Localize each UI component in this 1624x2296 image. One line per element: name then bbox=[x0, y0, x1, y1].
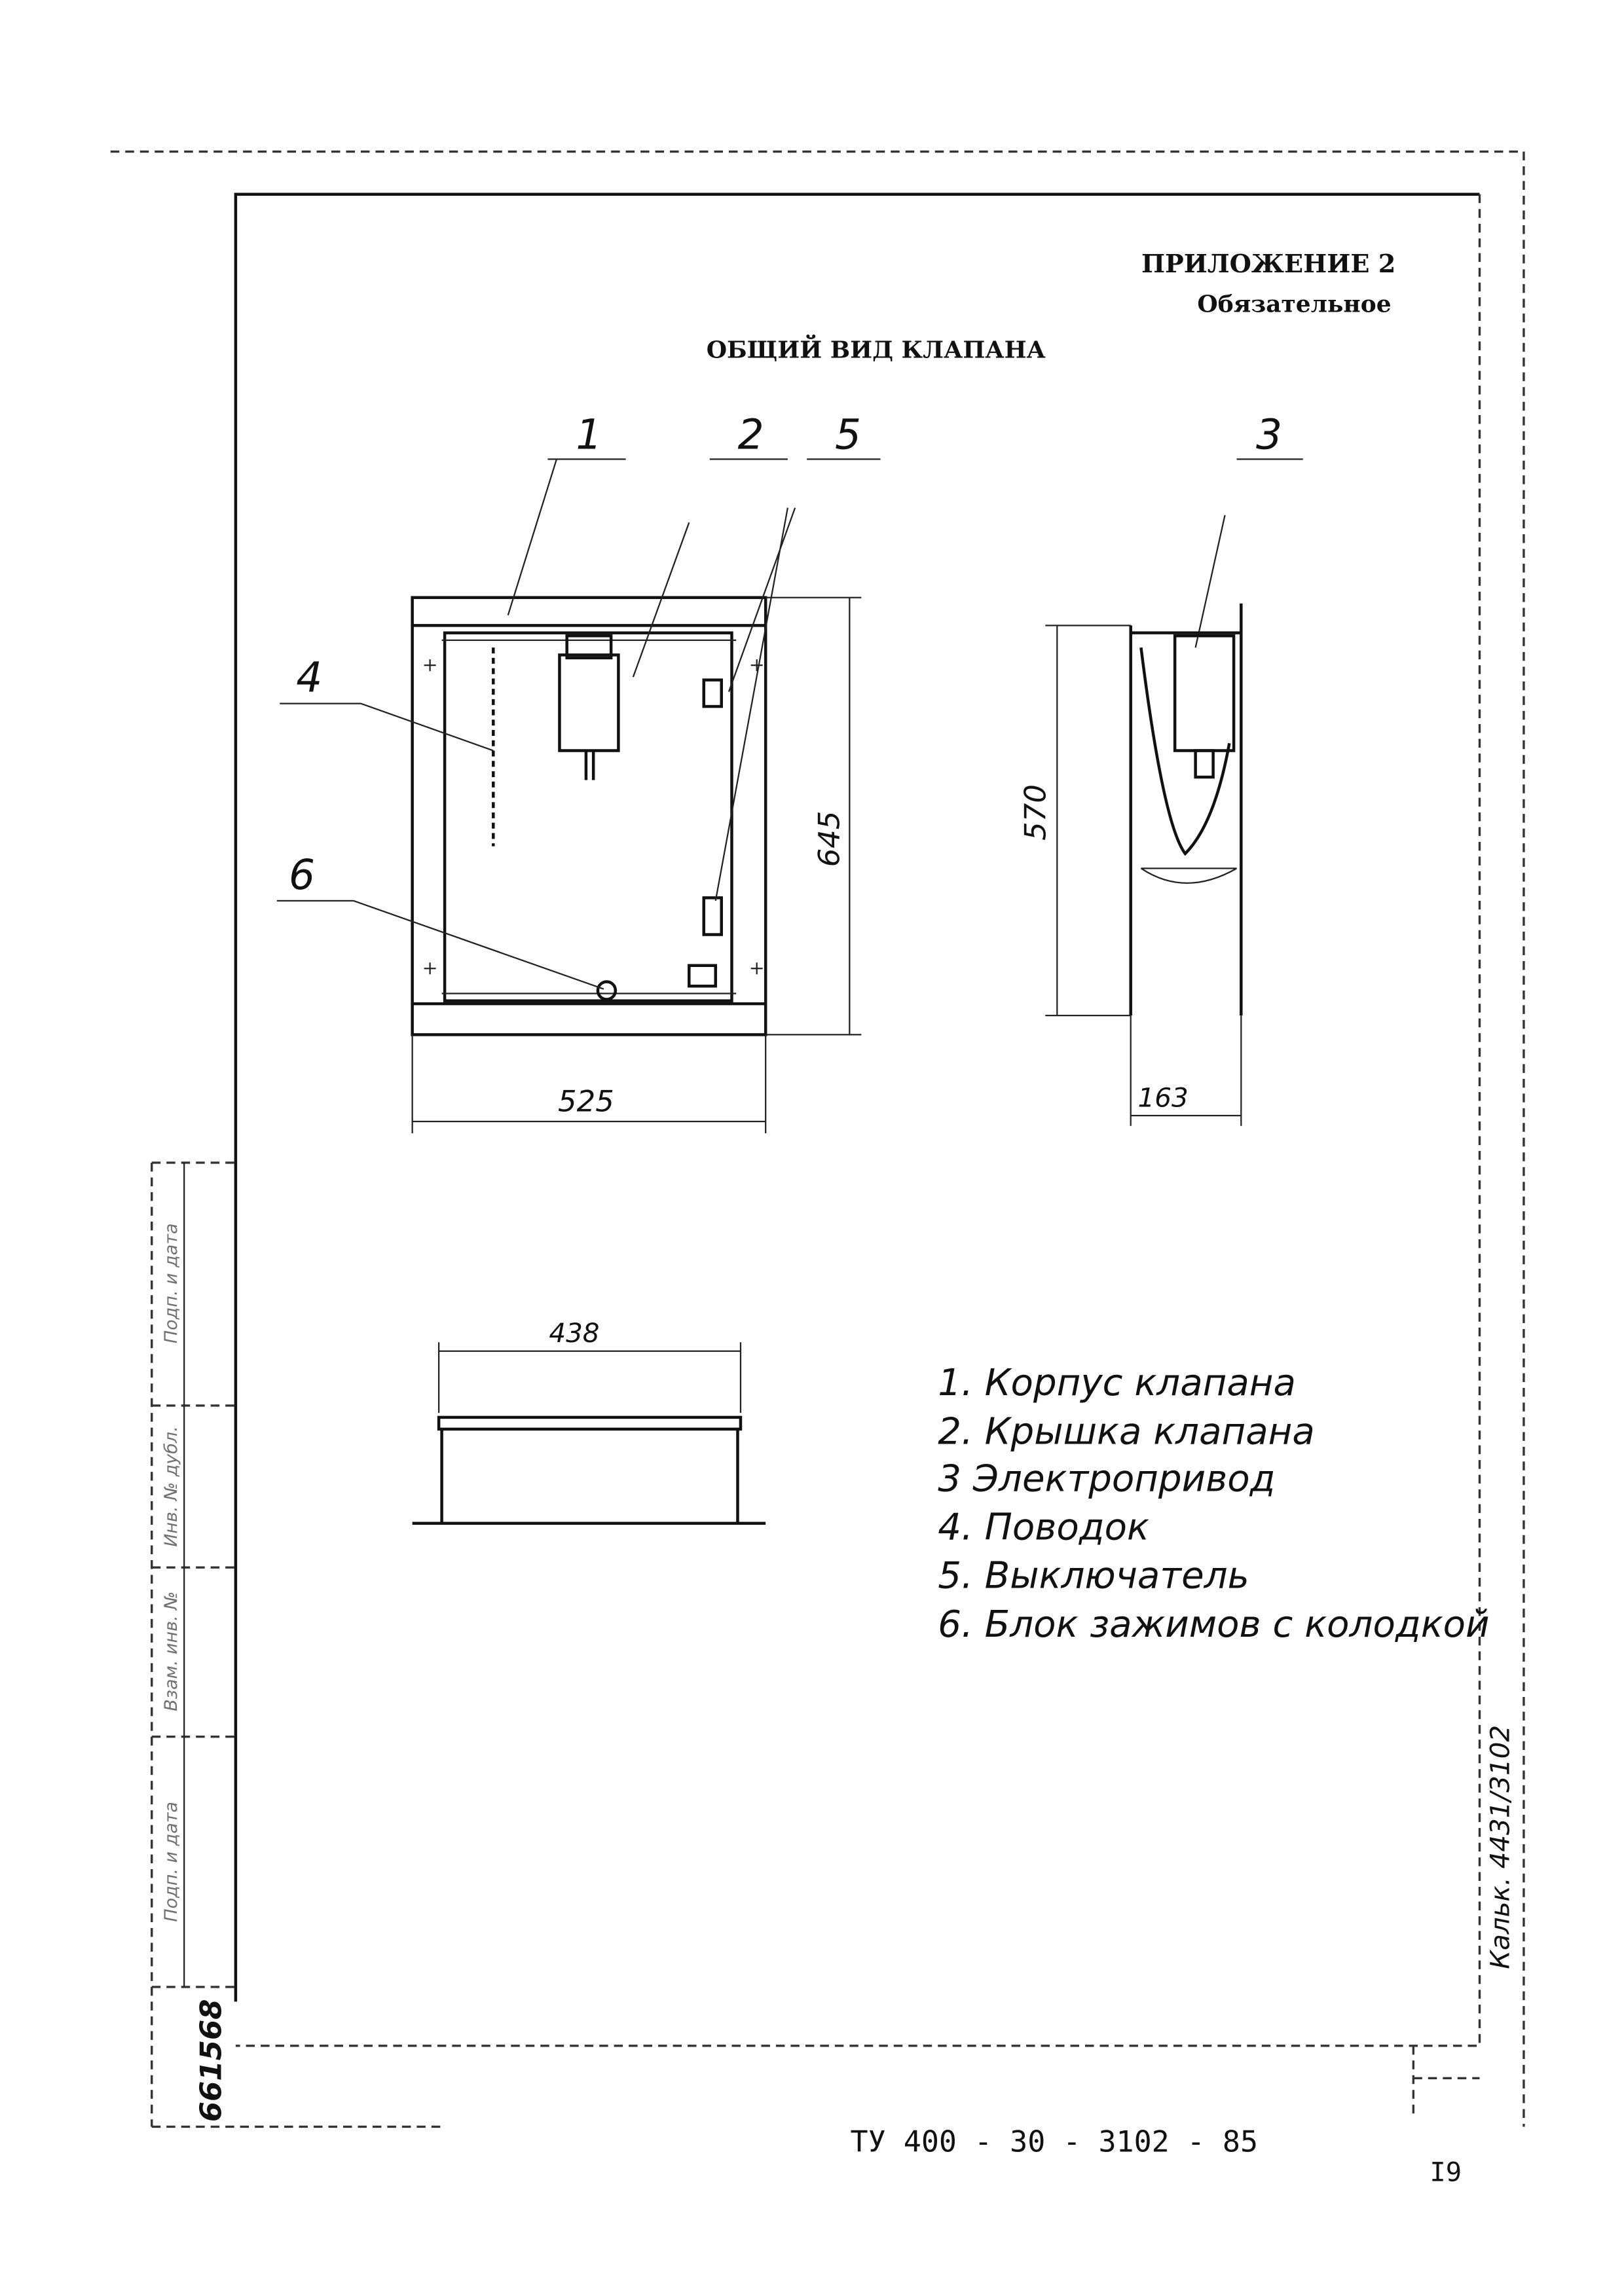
stamp-cell: Подп. и дата bbox=[161, 1223, 181, 1343]
front-view bbox=[411, 596, 862, 1134]
legend-item: 1. Корпус клапана bbox=[938, 1362, 1296, 1404]
stamp-cell: Инв. № дубл. bbox=[161, 1426, 181, 1547]
callout-3: 3 bbox=[1256, 411, 1282, 459]
side-view bbox=[1045, 603, 1243, 1126]
drawing-title: ОБЩИЙ ВИД КЛАПАНА bbox=[707, 334, 1046, 363]
appendix-label: ПРИЛОЖЕНИЕ 2 bbox=[1141, 249, 1395, 279]
legend-item: 2. Крышка клапана bbox=[938, 1410, 1315, 1453]
dim-side-width: 163 bbox=[1138, 1082, 1189, 1114]
sheet-number: I9 bbox=[1430, 2157, 1462, 2188]
inventory-number: 661568 bbox=[193, 1999, 228, 2122]
legend-item: 6. Блок зажимов с колодкой bbox=[938, 1603, 1489, 1646]
callout-leaders bbox=[276, 458, 1303, 990]
stamp-cell: Подп. и дата bbox=[161, 1802, 181, 1922]
status-label: Обязательное bbox=[1197, 291, 1391, 318]
dim-front-height: 645 bbox=[812, 811, 847, 867]
dim-top-width: 438 bbox=[549, 1317, 599, 1349]
sheet-frame bbox=[110, 150, 1525, 2128]
side-note: Кальк. 4431/3102 bbox=[1484, 1725, 1515, 1969]
stamp-cell: Взам. инв. № bbox=[161, 1592, 181, 1711]
document-code: ТУ 400 - 30 - 3102 - 85 bbox=[851, 2124, 1258, 2159]
legend-item: 5. Выключатель bbox=[938, 1555, 1249, 1597]
top-view bbox=[412, 1342, 766, 1525]
dim-side-height: 570 bbox=[1018, 784, 1052, 841]
callout-2: 2 bbox=[738, 411, 764, 459]
legend-item: 4. Поводок bbox=[938, 1506, 1149, 1548]
legend-item: 3 Электропривод bbox=[938, 1457, 1275, 1500]
callout-6: 6 bbox=[289, 851, 315, 899]
callout-1: 1 bbox=[576, 411, 602, 459]
callout-5: 5 bbox=[835, 411, 861, 459]
dim-front-width: 525 bbox=[558, 1084, 614, 1118]
callout-4: 4 bbox=[296, 654, 322, 702]
parts-legend: 1. Корпус клапана 2. Крышка клапана 3 Эл… bbox=[938, 1362, 1489, 1646]
